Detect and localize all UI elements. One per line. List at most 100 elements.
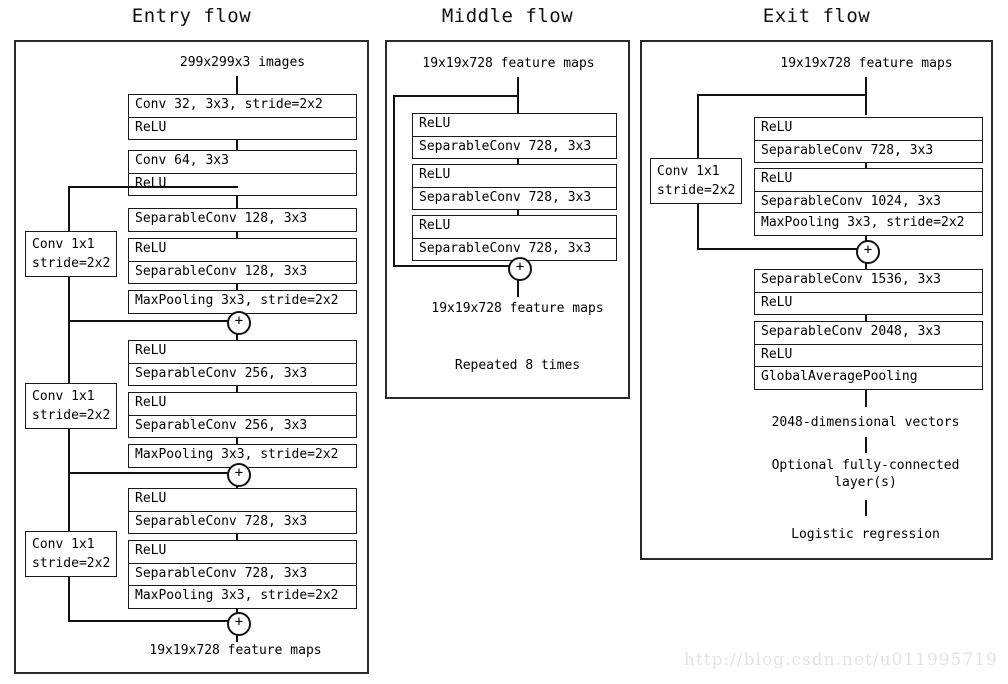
layer-row: ReLU (135, 491, 167, 506)
layer-row: SeparableConv 728, 3x3 (755, 140, 982, 162)
entry-residual-2-join (68, 472, 238, 474)
layer-row: SeparableConv 1024, 3x3 (755, 191, 982, 213)
layer-row: ReLU (135, 395, 167, 410)
layer-row: MaxPooling 3x3, stride=2x2 (761, 215, 965, 230)
middle-output-label: 19x19x728 feature maps (431, 301, 604, 316)
entry-connector (236, 632, 238, 642)
entry-merge-1: + (227, 311, 251, 335)
entry-block-4: ReLU SeparableConv 128, 3x3 (128, 238, 357, 284)
entry-flow-panel (14, 40, 369, 674)
layer-row: Conv 64, 3x3 (135, 153, 229, 168)
entry-connector (236, 231, 238, 239)
entry-connector (236, 139, 238, 151)
entry-input-stem (236, 76, 238, 94)
exit-tail-label-3: Logistic regression (791, 527, 940, 542)
middle-flow-title: Middle flow (441, 5, 574, 27)
entry-residual-1-tap (68, 186, 238, 188)
residual-line-1: Conv 1x1 (32, 237, 95, 252)
exit-block-5: SeparableConv 2048, 3x3 ReLU (754, 321, 983, 367)
exit-connector (865, 162, 867, 170)
layer-row: ReLU (129, 173, 356, 195)
residual-line-1: Conv 1x1 (32, 389, 95, 404)
layer-row: ReLU (761, 171, 793, 186)
exit-residual-tap (697, 94, 867, 96)
layer-row: ReLU (419, 218, 451, 233)
entry-block-6: ReLU SeparableConv 256, 3x3 (128, 340, 357, 386)
entry-block-10: ReLU SeparableConv 728, 3x3 (128, 540, 357, 586)
exit-tail-label-2: Optional fully-connected layer(s) (771, 458, 960, 490)
layer-row: SeparableConv 256, 3x3 (129, 363, 356, 385)
entry-block-2: Conv 64, 3x3 ReLU (128, 150, 357, 196)
entry-block-7: ReLU SeparableConv 256, 3x3 (128, 392, 357, 438)
layer-row: Conv 32, 3x3, stride=2x2 (135, 97, 323, 112)
residual-line-2: stride=2x2 (657, 183, 736, 198)
layer-row: ReLU (135, 241, 167, 256)
layer-row: SeparableConv 728, 3x3 (413, 238, 616, 260)
middle-residual-tap (393, 95, 519, 97)
entry-output-label: 19x19x728 feature maps (149, 643, 322, 658)
residual-line-2: stride=2x2 (32, 408, 111, 423)
middle-block-3: ReLU SeparableConv 728, 3x3 (412, 215, 617, 261)
exit-flow-title: Exit flow (762, 5, 871, 27)
exit-block-6: GlobalAveragePooling (754, 366, 983, 390)
layer-row: ReLU (419, 167, 451, 182)
layer-row: MaxPooling 3x3, stride=2x2 (135, 447, 339, 462)
middle-repeat-label: Repeated 8 times (454, 358, 581, 373)
exit-merge-1: + (856, 240, 880, 264)
exit-connector (865, 437, 867, 453)
middle-block-1: ReLU SeparableConv 728, 3x3 (412, 113, 617, 159)
layer-row: SeparableConv 728, 3x3 (129, 511, 356, 533)
middle-connector (517, 209, 519, 217)
middle-residual-line (393, 95, 395, 267)
exit-input-label: 19x19x728 feature maps (780, 56, 953, 71)
entry-connector (236, 385, 238, 393)
entry-residual-1-join (68, 320, 238, 322)
entry-block-3: SeparableConv 128, 3x3 (128, 208, 357, 232)
middle-flow-panel (385, 40, 630, 399)
layer-row: ReLU (129, 117, 356, 139)
middle-block-2: ReLU SeparableConv 728, 3x3 (412, 164, 617, 210)
exit-tail-label-1: 2048-dimensional vectors (771, 415, 960, 430)
entry-flow-title: Entry flow (131, 5, 252, 27)
exit-block-4: SeparableConv 1536, 3x3 ReLU (754, 269, 983, 315)
layer-row: SeparableConv 728, 3x3 (413, 187, 616, 209)
layer-row: ReLU (135, 343, 167, 358)
exit-connector (865, 500, 867, 516)
residual-line-2: stride=2x2 (32, 256, 111, 271)
entry-residual-2-box: Conv 1x1 stride=2x2 (25, 383, 117, 429)
layer-row: ReLU (419, 116, 451, 131)
exit-block-1: ReLU SeparableConv 728, 3x3 (754, 117, 983, 163)
entry-block-9: ReLU SeparableConv 728, 3x3 (128, 488, 357, 534)
exit-connector (865, 260, 867, 270)
middle-residual-join (393, 265, 519, 267)
residual-line-1: Conv 1x1 (657, 164, 720, 179)
exit-residual-join (697, 248, 867, 250)
layer-row: ReLU (135, 543, 167, 558)
entry-block-11: MaxPooling 3x3, stride=2x2 (128, 585, 357, 609)
entry-connector (236, 283, 238, 291)
watermark: http://blog.csdn.net/u011995719 (684, 650, 998, 670)
layer-row: SeparableConv 128, 3x3 (129, 261, 356, 283)
middle-input-label: 19x19x728 feature maps (422, 56, 595, 71)
layer-row: ReLU (755, 344, 982, 366)
exit-residual-box: Conv 1x1 stride=2x2 (650, 158, 742, 204)
exit-block-3: MaxPooling 3x3, stride=2x2 (754, 212, 983, 236)
entry-residual-3-join (68, 620, 238, 622)
layer-row: GlobalAveragePooling (761, 369, 918, 384)
layer-row: MaxPooling 3x3, stride=2x2 (135, 588, 339, 603)
layer-row: SeparableConv 1536, 3x3 (761, 272, 942, 287)
exit-connector (865, 389, 867, 407)
exit-connector (865, 314, 867, 324)
layer-row: SeparableConv 728, 3x3 (413, 136, 616, 158)
entry-merge-2: + (227, 463, 251, 487)
entry-connector (236, 195, 238, 211)
layer-row: ReLU (755, 292, 982, 314)
entry-connector (236, 437, 238, 445)
layer-row: SeparableConv 728, 3x3 (129, 563, 356, 585)
layer-row: SeparableConv 256, 3x3 (129, 415, 356, 437)
entry-residual-1-box: Conv 1x1 stride=2x2 (25, 231, 117, 277)
entry-block-1: Conv 32, 3x3, stride=2x2 ReLU (128, 94, 357, 140)
entry-connector (236, 331, 238, 341)
